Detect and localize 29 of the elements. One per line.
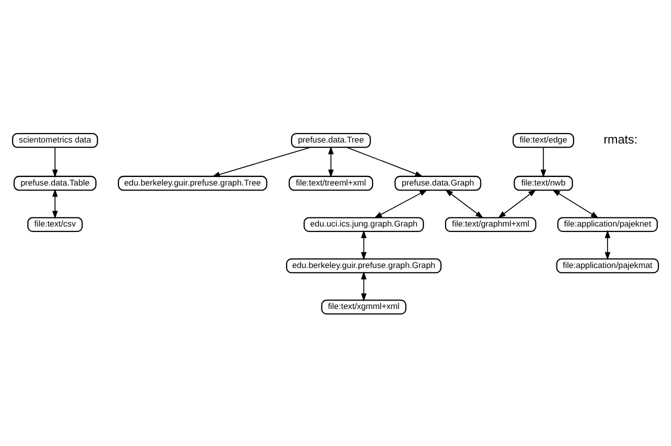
node-box: file:text/edge — [512, 133, 574, 148]
node-box: file:text/treeml+xml — [288, 176, 374, 191]
node-box: edu.uci.ics.jung.graph.Graph — [304, 217, 424, 232]
label: rmats: — [604, 132, 638, 146]
node-box: file:text/nwb — [514, 176, 573, 191]
arrow — [540, 147, 546, 178]
arrow — [212, 146, 311, 178]
arrow — [361, 271, 367, 302]
node-box: file:application/pajekmat — [556, 258, 659, 274]
node-box: prefuse.data.Tree — [290, 133, 371, 148]
arrow — [552, 190, 599, 218]
node-box: prefuse.data.Table — [14, 176, 96, 191]
node-box: prefuse.data.Graph — [394, 176, 482, 191]
arrow — [52, 188, 58, 219]
node-box: file:text/csv — [27, 217, 83, 232]
arrow — [445, 189, 484, 218]
node-box: file:text/graphml+xml — [444, 217, 536, 232]
arrow — [604, 230, 610, 260]
arrow — [498, 189, 536, 218]
arrow — [346, 146, 424, 177]
arrow — [328, 146, 334, 178]
node-box: scientometrics data — [12, 133, 98, 148]
arrow — [360, 230, 367, 260]
node-box: file:text/xgmml+xml — [321, 300, 406, 315]
node-box: file:application/pajeknet — [557, 217, 658, 232]
node-box: edu.berkeley.guir.prefuse.graph.Tree — [118, 176, 268, 191]
arrow — [374, 190, 428, 218]
node-box: edu.berkeley.guir.prefuse.graph.Graph — [286, 258, 442, 274]
arrow — [52, 147, 58, 178]
